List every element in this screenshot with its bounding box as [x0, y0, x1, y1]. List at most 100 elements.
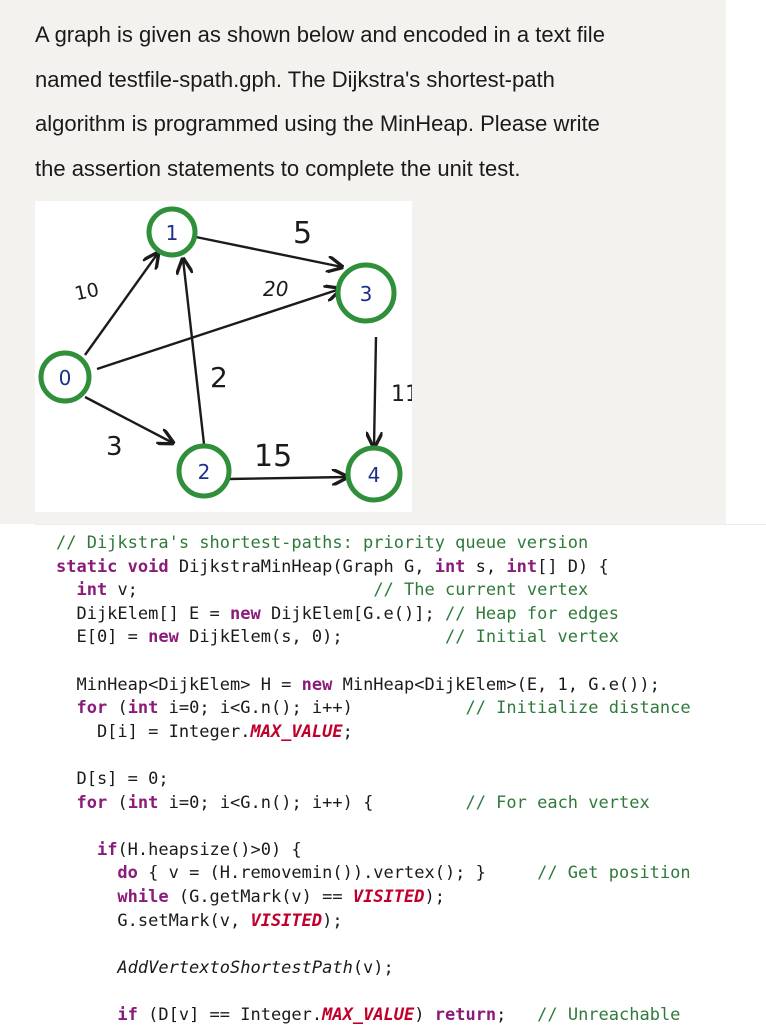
code-text: (v);	[352, 957, 394, 978]
code-constant: VISITED	[352, 886, 425, 907]
code-text: D[s] = 0;	[56, 768, 169, 789]
graph-svg: 10 20 3 2 5 11 15 0 1 2 3	[38, 206, 412, 503]
code-line: for (int i=0; i<G.n(); i++) { // For eac…	[56, 792, 691, 816]
code-keyword: if	[117, 1004, 138, 1025]
code-line: if(H.heapsize()>0) {	[56, 839, 691, 863]
code-line: MinHeap<DijkElem> H = new MinHeap<DijkEl…	[56, 674, 691, 698]
code-line: if (D[v] == Integer.MAX_VALUE) return; /…	[56, 1004, 691, 1027]
code-keyword: int	[127, 792, 159, 813]
code-text: D[i] = Integer.	[56, 721, 251, 742]
edge-0-2	[84, 395, 173, 443]
code-panel: // Dijkstra's shortest-paths: priority q…	[35, 524, 766, 1025]
code-comment: // The current vertex	[137, 580, 589, 601]
code-keyword: int	[76, 580, 108, 601]
code-text: [] D) {	[537, 556, 609, 577]
node-4: 4	[345, 445, 403, 503]
question-panel: A graph is given as shown below and enco…	[0, 0, 726, 524]
code-text: i=0; i<G.n(); i++)	[158, 698, 466, 719]
code-line: AddVertextoShortestPath(v);	[56, 957, 691, 981]
code-text: );	[424, 886, 445, 907]
weight-2-1: 2	[210, 361, 228, 394]
code-comment: // Get position	[537, 863, 691, 884]
code-keyword: new	[230, 603, 261, 624]
code-text: (D[v] == Integer.	[137, 1004, 323, 1025]
node-0: 0	[38, 350, 92, 404]
code-line: int v; // The current vertex	[56, 579, 691, 603]
code-keyword: static void	[56, 556, 169, 577]
node-label-3: 3	[360, 282, 373, 306]
code-line: G.setMark(v, VISITED);	[56, 910, 691, 934]
question-line-1: A graph is given as shown below and enco…	[35, 22, 605, 47]
node-label-2: 2	[198, 460, 211, 484]
code-line: E[0] = new DijkElem(s, 0); // Initial ve…	[56, 626, 691, 650]
code-keyword: for	[76, 792, 108, 813]
code-text: MinHeap<DijkElem>(E, 1, G.e());	[332, 674, 660, 695]
code-text: G.setMark(v,	[56, 910, 251, 931]
code-text: (	[107, 792, 128, 813]
code-keyword: while	[117, 886, 169, 907]
code-keyword: do	[117, 863, 138, 884]
code-line: static void DijkstraMinHeap(Graph G, int…	[56, 556, 691, 580]
code-line: D[s] = 0;	[56, 768, 691, 792]
code-line-blank	[56, 650, 691, 674]
node-label-1: 1	[166, 221, 179, 245]
code-comment: // Initialize distance	[465, 698, 691, 719]
code-comment: // For each vertex	[465, 792, 650, 813]
code-text: DijkElem[] E =	[56, 603, 230, 624]
edge-2-1	[183, 259, 206, 445]
code-text: { v = (H.removemin()).vertex(); }	[137, 863, 538, 884]
code-constant: MAX_VALUE	[250, 721, 343, 742]
node-label-4: 4	[368, 463, 381, 487]
edge-0-3	[96, 289, 340, 371]
node-1: 1	[146, 206, 198, 258]
code-text	[56, 793, 76, 813]
code-line: while (G.getMark(v) == VISITED);	[56, 886, 691, 910]
code-keyword: int	[434, 556, 466, 577]
code-text	[56, 887, 117, 907]
code-comment: // Unreachable	[537, 1004, 681, 1025]
code-text: s,	[465, 556, 507, 577]
code-text: MinHeap<DijkElem> H =	[56, 674, 302, 695]
question-line-4: the assertion statements to complete the…	[35, 155, 521, 181]
weight-1-3: 5	[293, 216, 312, 251]
code-line-blank	[56, 980, 691, 1004]
weight-2-4: 15	[254, 439, 292, 474]
code-text	[56, 1005, 117, 1025]
graph-diagram: 10 20 3 2 5 11 15 0 1 2 3	[35, 201, 412, 512]
code-text: ;	[342, 721, 353, 742]
weight-0-3: 20	[263, 277, 288, 301]
code-comment: // Initial vertex	[444, 627, 619, 648]
code-text: (H.heapsize()>0) {	[117, 839, 302, 860]
code-text: ;	[496, 1004, 538, 1025]
code-text: v;	[107, 580, 138, 601]
code-line: DijkElem[] E = new DijkElem[G.e()]; // H…	[56, 603, 691, 627]
code-line: for (int i=0; i<G.n(); i++) // Initializ…	[56, 697, 691, 721]
code-function-call: AddVertextoShortestPath	[56, 957, 353, 978]
code-keyword: for	[76, 698, 108, 719]
code-text: i=0; i<G.n(); i++) {	[158, 792, 466, 813]
code-line-blank	[56, 933, 691, 957]
edge-1-3	[190, 234, 342, 267]
code-text: E[0] =	[56, 627, 149, 648]
code-keyword: new	[301, 674, 333, 695]
question-text: A graph is given as shown below and enco…	[35, 13, 715, 191]
code-line: do { v = (H.removemin()).vertex(); } // …	[56, 862, 691, 886]
page-margin	[726, 0, 766, 524]
edge-2-4	[227, 477, 347, 479]
code-comment: // Heap for edges	[444, 603, 619, 624]
code-text: DijkElem[G.e()];	[260, 603, 445, 624]
question-line-3: algorithm is programmed using the MinHea…	[35, 111, 600, 136]
code-text	[56, 863, 117, 883]
code-listing: // Dijkstra's shortest-paths: priority q…	[56, 532, 691, 1027]
code-keyword: if	[96, 839, 118, 860]
code-line: // Dijkstra's shortest-paths: priority q…	[56, 532, 691, 556]
code-keyword: int	[506, 556, 538, 577]
node-2: 2	[176, 443, 232, 499]
code-keyword: new	[148, 627, 179, 648]
code-text: DijkstraMinHeap(Graph G,	[168, 556, 435, 577]
node-3: 3	[335, 262, 397, 324]
code-constant: VISITED	[250, 910, 323, 931]
code-keyword: int	[127, 698, 159, 719]
code-line-blank	[56, 815, 691, 839]
node-label-0: 0	[59, 366, 72, 390]
